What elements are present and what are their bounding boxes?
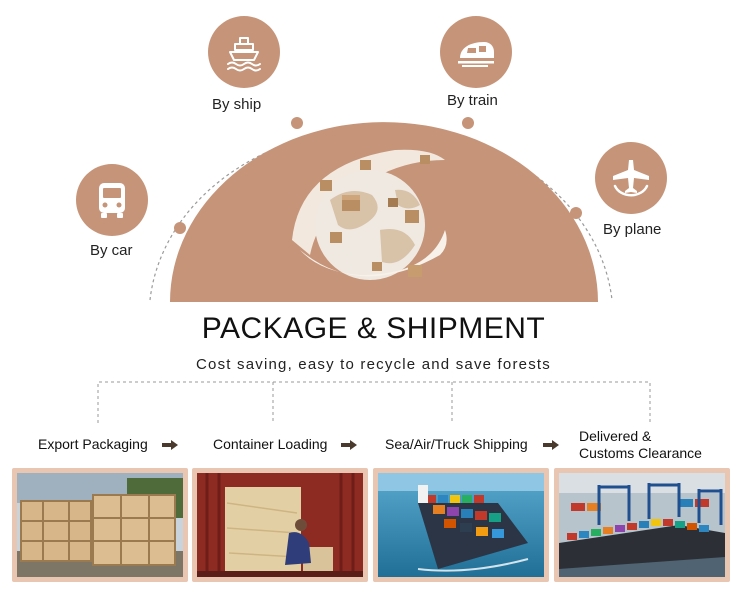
container-loading-photo-frame bbox=[192, 468, 368, 582]
plane-icon bbox=[613, 160, 649, 197]
step-label-shipping: Sea/Air/Truck Shipping bbox=[385, 436, 528, 452]
arc-dot bbox=[291, 117, 303, 129]
export-packaging-photo-frame bbox=[12, 468, 188, 582]
page-subtitle: Cost saving, easy to recycle and save fo… bbox=[196, 356, 551, 373]
step-label-delivered-line2: Customs Clearance bbox=[579, 445, 702, 461]
bus-icon bbox=[99, 183, 125, 218]
arrow-right-icon bbox=[543, 440, 559, 450]
delivery-photo-frame bbox=[554, 468, 730, 582]
wooden-crates-photo bbox=[17, 473, 183, 577]
arrow-right-icon bbox=[341, 440, 357, 450]
train-mode-circle bbox=[440, 16, 512, 88]
ship-mode-circle bbox=[208, 16, 280, 88]
car-mode-label: By car bbox=[90, 242, 133, 259]
shipping-arc-illustration bbox=[149, 117, 613, 302]
container-port-photo bbox=[559, 473, 725, 577]
train-icon bbox=[458, 42, 494, 67]
shipping-photo-frame bbox=[373, 468, 549, 582]
step-label-export-packaging: Export Packaging bbox=[38, 436, 148, 452]
arc-dot bbox=[570, 207, 582, 219]
ship-icon bbox=[227, 37, 261, 72]
container-loading-photo bbox=[197, 473, 363, 577]
process-connector-lines bbox=[97, 381, 651, 423]
plane-mode-label: By plane bbox=[603, 221, 662, 238]
train-mode-label: By train bbox=[447, 92, 498, 109]
step-label-delivered-line1: Delivered & bbox=[579, 428, 652, 444]
cargo-ship-photo bbox=[378, 473, 544, 577]
globe-with-boxes-icon bbox=[292, 149, 447, 280]
plane-mode-circle bbox=[595, 142, 667, 214]
step-label-container-loading: Container Loading bbox=[213, 436, 328, 452]
arrow-right-icon bbox=[162, 440, 178, 450]
ship-mode-label: By ship bbox=[212, 96, 262, 113]
arc-dot bbox=[174, 222, 186, 234]
arc-dot bbox=[462, 117, 474, 129]
car-mode-circle bbox=[76, 164, 148, 236]
page-title: PACKAGE & SHIPMENT bbox=[201, 312, 546, 345]
